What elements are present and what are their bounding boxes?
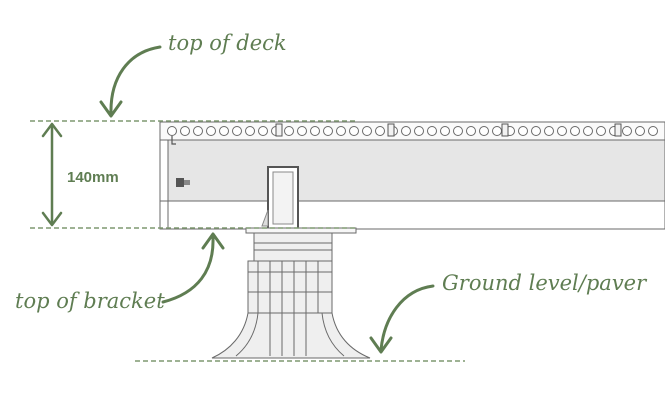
screw-icon: [176, 178, 190, 187]
board-hole: [297, 126, 307, 136]
board-hole: [648, 126, 658, 136]
board-hole: [349, 126, 359, 136]
deck-assembly: [159, 121, 665, 230]
ground-level-label: Ground level/paver: [442, 271, 648, 295]
board-hole: [466, 126, 476, 136]
top-of-deck-arrow: [109, 45, 162, 116]
board-hole: [440, 126, 450, 136]
board-hole: [323, 126, 333, 136]
board-hole: [167, 126, 177, 136]
joist-face: [167, 139, 665, 202]
board-hole: [414, 126, 424, 136]
dimension-label: 140mm: [67, 169, 119, 186]
dimension-arrow: [41, 122, 63, 227]
board-hole: [570, 126, 580, 136]
board-hole: [245, 126, 255, 136]
board-hole: [622, 126, 632, 136]
board-hole-row: [167, 123, 658, 137]
board-hole: [375, 126, 385, 136]
board-hole: [362, 126, 372, 136]
pedestal: [211, 227, 371, 359]
end-clip-icon: [171, 136, 176, 145]
board-hole: [336, 126, 346, 136]
top-of-bracket-label: top of bracket: [15, 289, 165, 313]
board-hole: [531, 126, 541, 136]
board-hole: [557, 126, 567, 136]
pedestal-base-flare: [211, 312, 371, 359]
board-hole: [206, 126, 216, 136]
board-hole: [544, 126, 554, 136]
board-hole: [180, 126, 190, 136]
board-hole: [219, 126, 229, 136]
reference-lines: [30, 120, 465, 362]
board-hole: [310, 126, 320, 136]
board-hole: [401, 126, 411, 136]
board-hole: [232, 126, 242, 136]
board-clip: [387, 123, 395, 137]
board-clip: [275, 123, 283, 137]
board-hole: [258, 126, 268, 136]
board-clip: [614, 123, 622, 137]
board-hole: [479, 126, 489, 136]
pedestal-head-plate: [245, 227, 357, 234]
board-hole: [427, 126, 437, 136]
joist-lower-rail: [159, 200, 665, 230]
board-hole: [635, 126, 645, 136]
board-hole: [193, 126, 203, 136]
board-clip: [501, 123, 509, 137]
board-hole: [453, 126, 463, 136]
board-hole: [518, 126, 528, 136]
pedestal-shaft: [247, 260, 333, 314]
top-of-bracket-arrow: [161, 236, 215, 304]
top-of-deck-label: top of deck: [168, 31, 287, 55]
board-hole: [596, 126, 606, 136]
pedestal-head-collar: [253, 232, 333, 262]
annotation-arrows: [99, 45, 435, 354]
board-hole: [492, 126, 502, 136]
board-hole: [284, 126, 294, 136]
board-hole: [583, 126, 593, 136]
ground-level-arrow: [379, 284, 435, 352]
